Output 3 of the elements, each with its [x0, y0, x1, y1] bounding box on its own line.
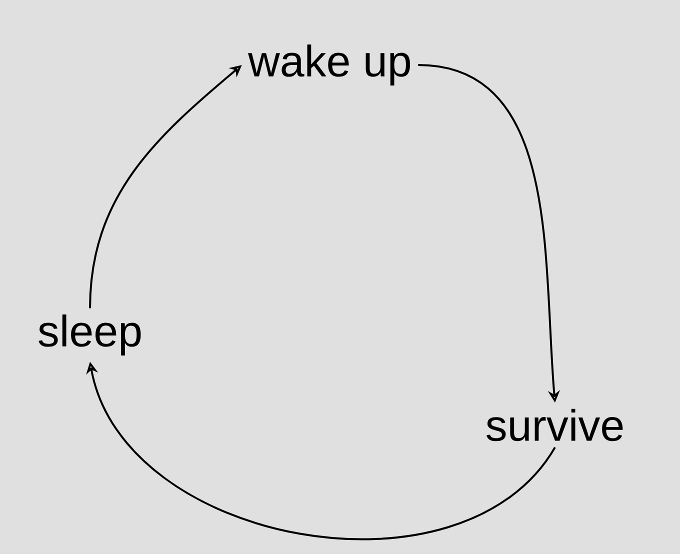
node-label: sleep: [38, 314, 141, 356]
node-label: survive: [486, 408, 623, 442]
node-label: wake up: [248, 44, 410, 86]
